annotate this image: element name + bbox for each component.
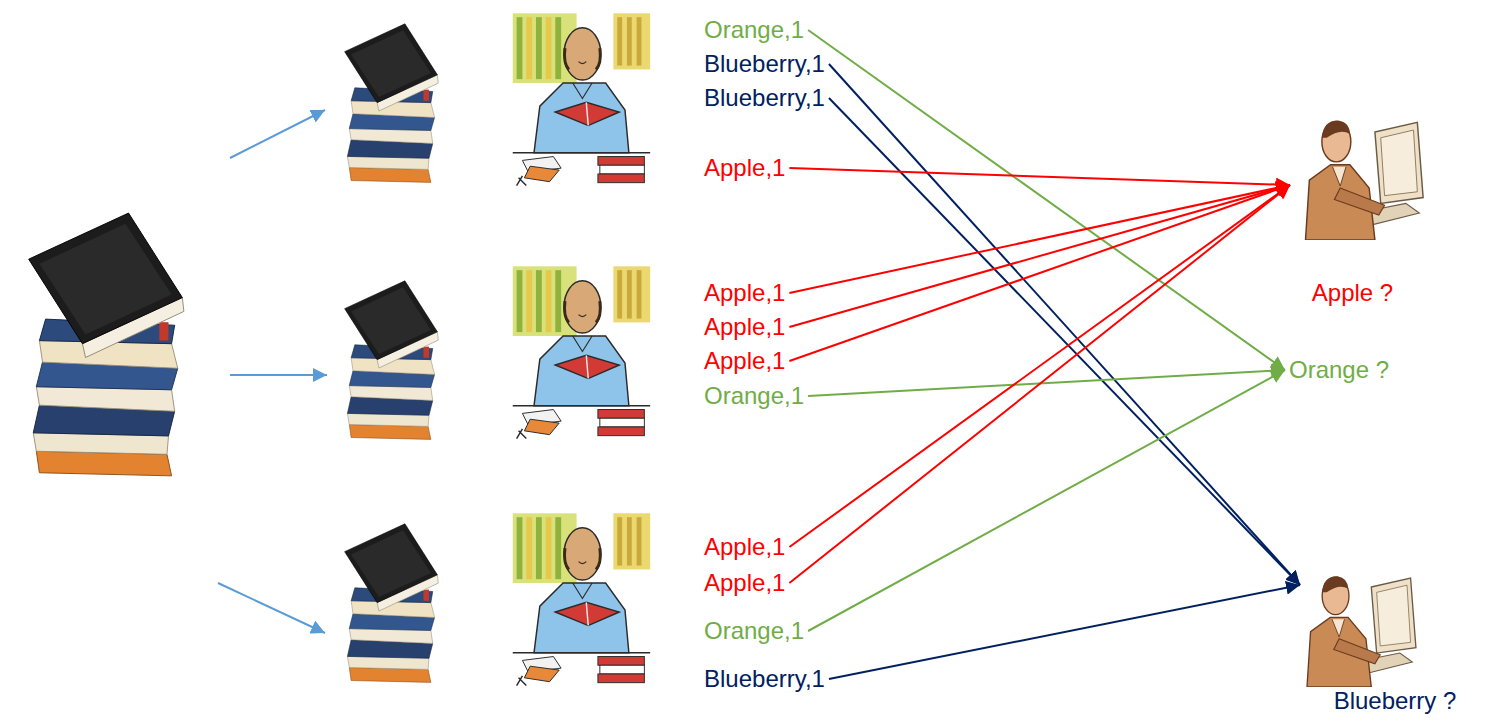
book-stack: [29, 213, 184, 476]
key-value-text: Apple,1: [704, 533, 785, 561]
reducer-worker: [1306, 120, 1424, 240]
key-value-text: Apple,1: [704, 154, 785, 182]
split-arrow: [230, 374, 327, 376]
mapper-reader: [513, 13, 650, 185]
split-arrow: [218, 583, 325, 633]
reducer-label: Blueberry ?: [1300, 688, 1490, 714]
shuffle-arrow: [789, 185, 1290, 583]
shuffle-arrow: [789, 168, 1290, 185]
split-arrow: [230, 110, 325, 158]
book-stack: [345, 281, 439, 440]
reducer-worker: [1307, 576, 1416, 687]
key-value-pair: Orange,1: [700, 617, 808, 645]
key-value-pair: Orange,1: [700, 16, 808, 44]
shuffle-arrow: [789, 185, 1290, 547]
key-value-text: Orange,1: [704, 617, 804, 645]
reducer: Orange ?: [1285, 356, 1393, 384]
key-value-pair: Apple,1: [700, 533, 789, 561]
shuffle-arrow: [829, 585, 1300, 679]
key-value-text: Orange,1: [704, 16, 804, 44]
key-value-text: Apple,1: [704, 569, 785, 597]
reducer-label: Apple ?: [1290, 280, 1415, 306]
key-value-text: Blueberry,1: [704, 50, 825, 78]
shuffle-arrow: [808, 30, 1285, 370]
reducer: Apple ?: [1290, 110, 1415, 306]
key-value-pair: Apple,1: [700, 313, 789, 341]
key-value-pair: Apple,1: [700, 154, 789, 182]
key-value-pair: Orange,1: [700, 382, 808, 410]
key-value-pair: Apple,1: [700, 279, 789, 307]
key-value-pair: Blueberry,1: [700, 665, 829, 693]
key-value-pair: Blueberry,1: [700, 84, 829, 112]
shuffle-arrow: [808, 370, 1285, 631]
shuffle-arrow: [789, 185, 1290, 327]
key-value-text: Orange ?: [1289, 356, 1389, 384]
reducer: Blueberry ?: [1300, 568, 1490, 714]
shuffle-arrow: [789, 185, 1290, 361]
mapper-reader: [513, 513, 650, 685]
shuffle-arrow: [829, 64, 1300, 585]
key-value-text: Apple,1: [704, 347, 785, 375]
book-stack: [345, 24, 439, 183]
shuffle-arrow: [808, 370, 1285, 396]
key-value-text: Orange,1: [704, 382, 804, 410]
key-value-pair: Apple,1: [700, 569, 789, 597]
key-value-text: Apple,1: [704, 279, 785, 307]
key-value-text: Blueberry,1: [704, 84, 825, 112]
key-value-pair: Apple,1: [700, 347, 789, 375]
key-value-pair: Blueberry,1: [700, 50, 829, 78]
key-value-text: Apple,1: [704, 313, 785, 341]
mapper-reader: [513, 266, 650, 438]
key-value-text: Blueberry,1: [704, 665, 825, 693]
book-stack: [345, 524, 439, 683]
